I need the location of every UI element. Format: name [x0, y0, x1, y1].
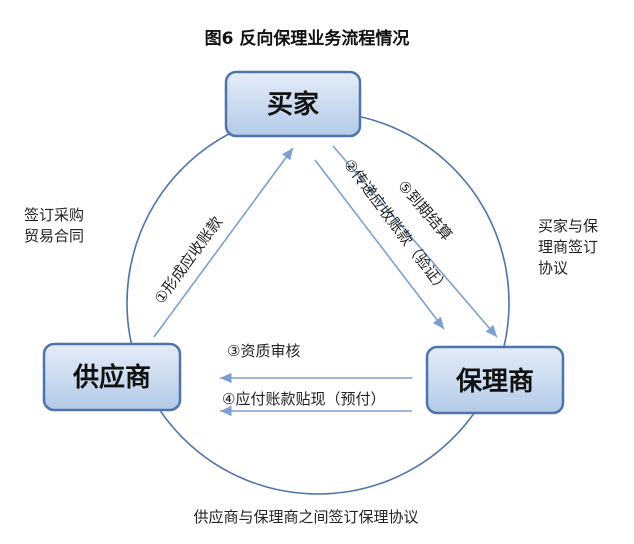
arrow-step2	[314, 159, 445, 330]
note-right-line3: 协议	[538, 259, 568, 277]
factor-node: 保理商	[425, 345, 565, 415]
note-bottom: 供应商与保理商之间签订保理协议	[193, 508, 418, 526]
supplier-node: 供应商	[42, 342, 182, 412]
factor-label: 保理商	[455, 366, 534, 397]
note-right-line2: 理商签订	[538, 238, 598, 256]
diagram-title: 图6 反向保理业务流程情况	[205, 28, 410, 49]
label-step4: ④应付账款贴现（预付）	[222, 390, 385, 408]
label-step3: ③资质审核	[227, 342, 300, 360]
arrow-step5	[332, 145, 498, 338]
label-step1: ①形成应收账款	[151, 213, 226, 307]
arrow-step1	[153, 147, 294, 338]
note-left-line2: 贸易合同	[24, 227, 84, 245]
buyer-node: 买家	[224, 70, 362, 138]
note-right-line1: 买家与保	[538, 217, 598, 235]
buyer-label: 买家	[267, 89, 319, 120]
note-left-line1: 签订采购	[24, 206, 84, 224]
agreement-circle	[126, 111, 510, 495]
supplier-label: 供应商	[72, 362, 151, 393]
